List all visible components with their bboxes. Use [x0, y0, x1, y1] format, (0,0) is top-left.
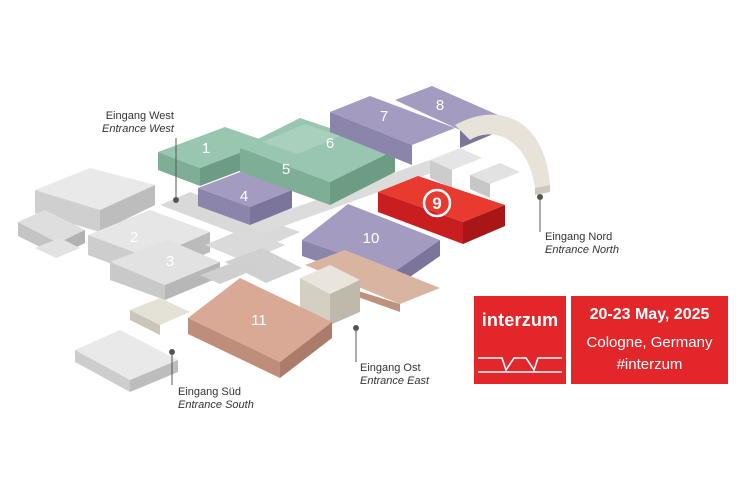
entrance-leader-lines — [169, 138, 543, 385]
hall-1-label: 1 — [202, 140, 210, 157]
hall-4-label: 4 — [240, 188, 248, 205]
entrance-south-de: Eingang Süd — [178, 386, 241, 398]
hall-9-label: 9 — [432, 194, 441, 213]
hall-3-shape[interactable] — [110, 240, 220, 300]
brand-name: interzum — [481, 310, 559, 330]
entrance-north-en: Entrance North — [545, 244, 619, 256]
hall-10-lower-shape — [305, 250, 440, 312]
hall-4-shape[interactable] — [198, 172, 292, 225]
south-entrance-building — [35, 238, 190, 392]
west-grey-buildings — [18, 168, 155, 256]
event-info: 20-23 May, 2025 Cologne, Germany #interz… — [571, 296, 728, 384]
entrance-west-en: Entrance West — [102, 123, 174, 135]
hall-2-label: 2 — [130, 229, 138, 246]
entrance-north-de: Eingang Nord — [545, 231, 613, 243]
brand-mark-icon — [478, 357, 562, 373]
hall-11-label: 11 — [251, 312, 267, 329]
event-location: Cologne, Germany — [586, 334, 713, 351]
hall-11-shape[interactable] — [188, 278, 332, 378]
entrance-south-en: Entrance South — [178, 399, 254, 411]
entrance-east-de: Eingang Ost — [360, 362, 421, 374]
hall-5-6-shape[interactable] — [240, 118, 395, 205]
entrance-east-en: Entrance East — [360, 375, 430, 387]
north-entrance-building — [430, 114, 550, 198]
entrance-south-label: Eingang Süd Entrance South — [178, 386, 288, 412]
hall-3-label: 3 — [166, 253, 174, 270]
hall-10-label: 10 — [363, 230, 380, 247]
event-dates: 20-23 May, 2025 — [589, 306, 710, 323]
entrance-north-label: Eingang Nord Entrance North — [545, 231, 655, 257]
entrance-west-de: Eingang West — [105, 110, 174, 122]
east-entrance-building — [300, 265, 360, 325]
hall-5-label: 5 — [282, 161, 290, 178]
interzum-logo: interzum — [474, 296, 566, 384]
hall-8-label: 8 — [436, 97, 444, 114]
event-hashtag: #interzum — [616, 356, 683, 373]
hall-9-badge — [422, 188, 452, 218]
hall-7-label: 7 — [380, 108, 388, 125]
entrance-west-label: Eingang West Entrance West — [74, 110, 174, 136]
hall-6-label: 6 — [326, 135, 334, 152]
entrance-east-label: Eingang Ost Entrance East — [360, 362, 460, 388]
hall-9-shape[interactable] — [378, 176, 505, 244]
